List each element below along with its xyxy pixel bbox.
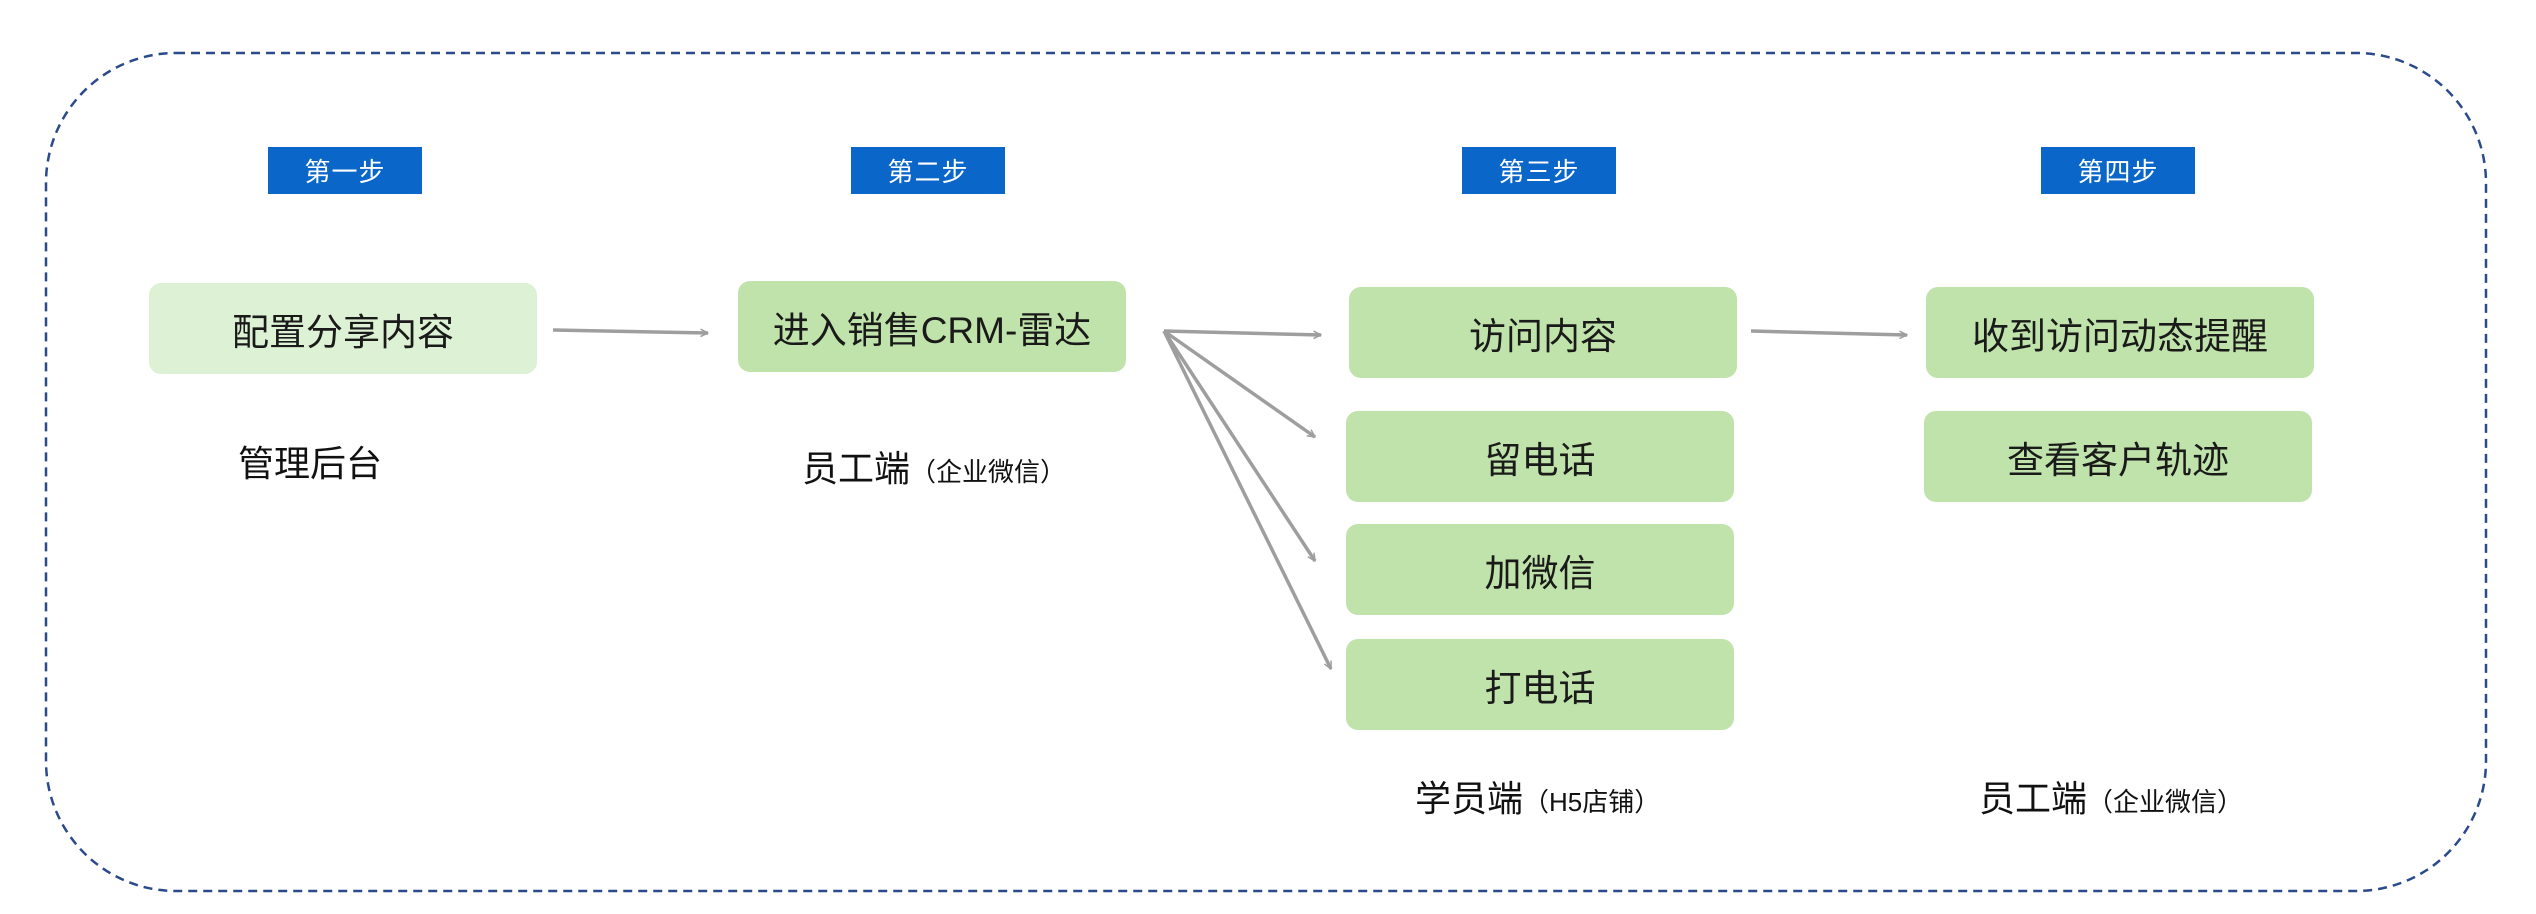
node-receive-alert: 收到访问动态提醒 <box>1926 287 2314 378</box>
step-3-label: 第三步 <box>1462 147 1616 194</box>
platform-label-main: 员工端 <box>802 448 911 489</box>
platform-label-sub: （H5店铺） <box>1523 787 1661 817</box>
platform-label-sub: （企业微信） <box>910 457 1067 487</box>
arrow-config-to-crm <box>552 328 708 333</box>
arrow-crm-to-phone <box>1162 329 1315 439</box>
node-leave-phone: 留电话 <box>1346 411 1734 502</box>
platform-label-student: 学员端（H5店铺） <box>1415 776 1660 830</box>
platform-label-admin: 管理后台 <box>238 441 382 495</box>
node-visit-content: 访问内容 <box>1349 287 1737 378</box>
step-4-label: 第四步 <box>2041 147 2195 194</box>
node-add-wechat: 加微信 <box>1346 524 1734 615</box>
platform-label-sub: （企业微信） <box>2087 787 2244 817</box>
arrow-crm-to-call <box>1162 330 1333 669</box>
node-view-track: 查看客户轨迹 <box>1924 411 2312 502</box>
platform-label-staff-1: 员工端（企业微信） <box>802 446 1066 500</box>
node-call-phone: 打电话 <box>1346 639 1734 730</box>
arrow-visit-to-alert <box>1750 329 1907 335</box>
arrow-crm-to-visit <box>1163 329 1321 335</box>
step-1-label: 第一步 <box>268 147 422 194</box>
platform-label-main: 学员端 <box>1415 778 1524 819</box>
arrow-crm-to-wechat <box>1162 330 1317 561</box>
dashed-frame-border <box>44 51 2488 893</box>
platform-label-main: 管理后台 <box>238 443 383 484</box>
node-enter-crm: 进入销售CRM-雷达 <box>738 281 1126 372</box>
node-config-share: 配置分享内容 <box>149 283 537 374</box>
step-2-label: 第二步 <box>851 147 1005 194</box>
platform-label-main: 员工端 <box>1979 778 2088 819</box>
platform-label-staff-2: 员工端（企业微信） <box>1979 776 2243 830</box>
